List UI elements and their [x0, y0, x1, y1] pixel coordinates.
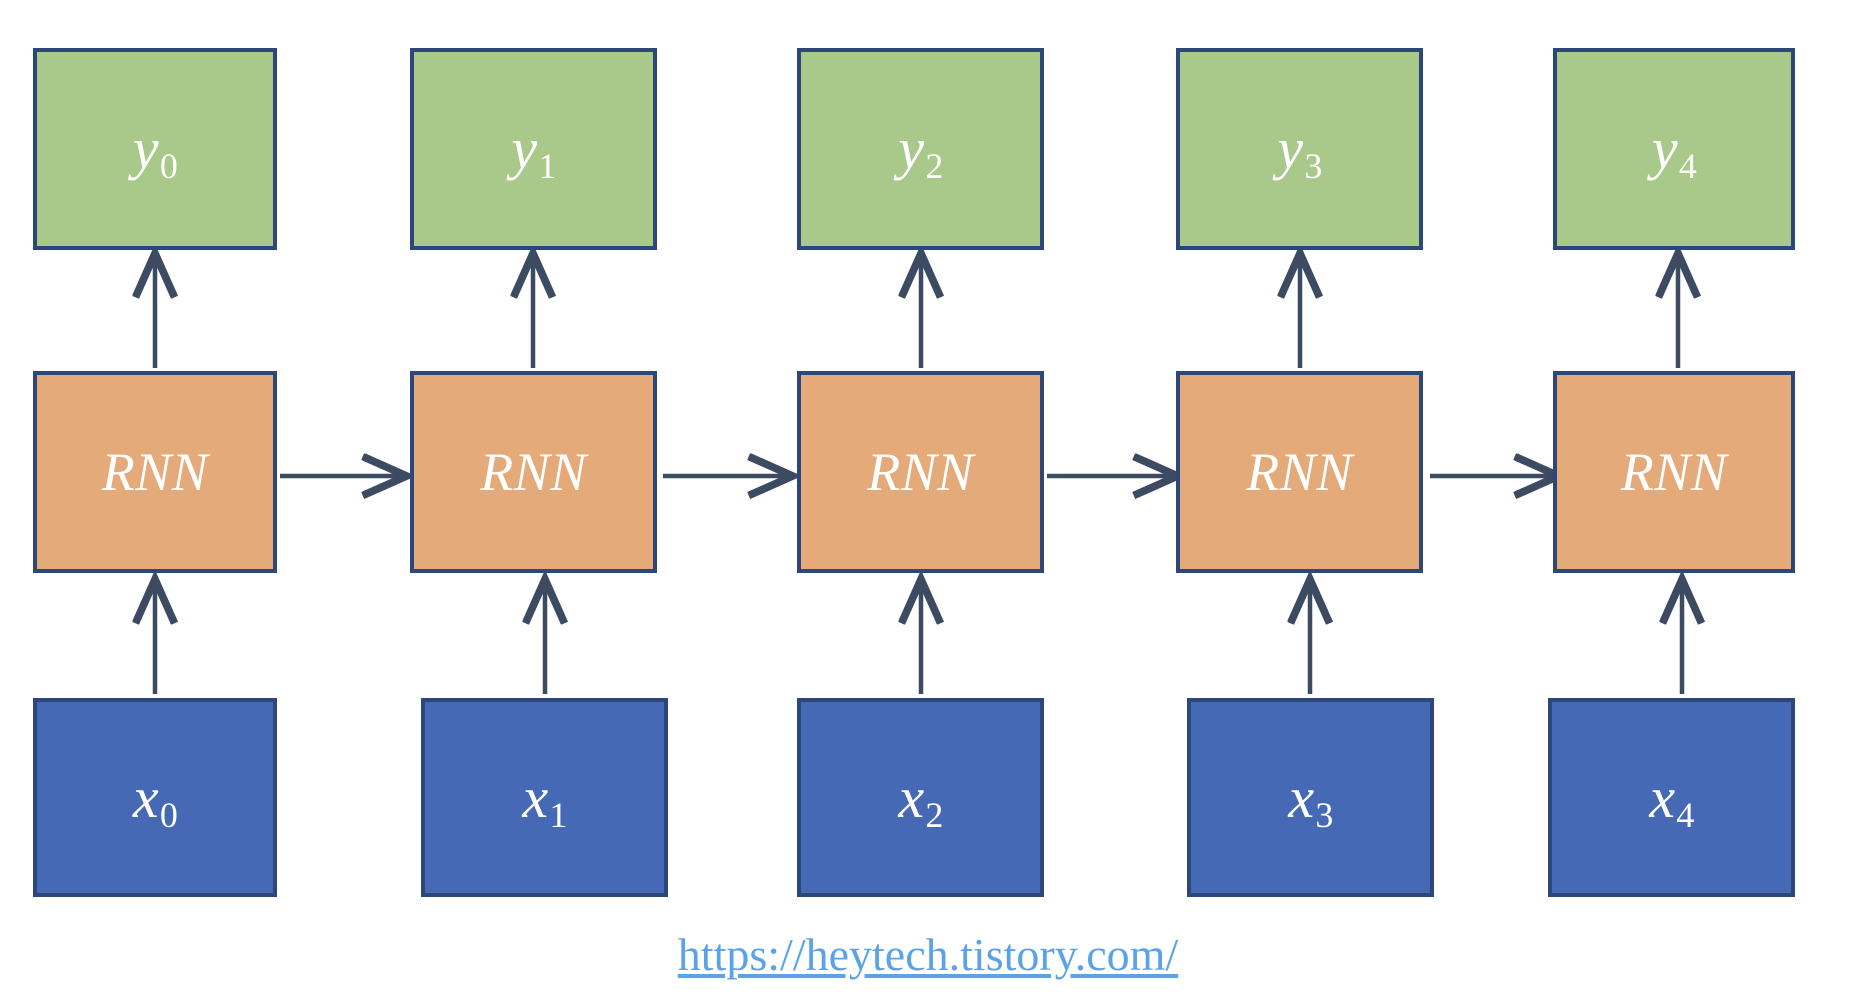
rnn-cell-2[interactable]: RNN [797, 371, 1044, 573]
input-node-2-label: x2 [898, 764, 944, 835]
output-node-3-label: y3 [1277, 116, 1323, 187]
rnn-cell-4[interactable]: RNN [1553, 371, 1795, 573]
rnn-cell-0[interactable]: RNN [33, 371, 277, 573]
rnn-cell-0-label: RNN [101, 442, 209, 502]
rnn-cell-2-label: RNN [867, 442, 974, 502]
input-node-4[interactable]: x4 [1548, 698, 1795, 897]
output-node-0-label: y0 [132, 116, 178, 187]
rnn-cell-3[interactable]: RNN [1176, 371, 1423, 573]
output-node-3[interactable]: y3 [1176, 48, 1423, 250]
output-node-0[interactable]: y0 [33, 48, 277, 250]
output-node-2-label: y2 [898, 116, 944, 187]
input-node-1[interactable]: x1 [421, 698, 668, 897]
rnn-cell-3-label: RNN [1246, 442, 1353, 502]
input-node-0[interactable]: x0 [33, 698, 277, 897]
input-node-2[interactable]: x2 [797, 698, 1044, 897]
output-node-2[interactable]: y2 [797, 48, 1044, 250]
output-node-1[interactable]: y1 [410, 48, 657, 250]
source-url-link[interactable]: https://heytech.tistory.com/ [677, 929, 1179, 980]
input-node-4-label: x4 [1649, 764, 1695, 835]
footer-link-wrapper: https://heytech.tistory.com/ [0, 928, 1856, 981]
input-node-3[interactable]: x3 [1187, 698, 1434, 897]
output-node-4-label: y4 [1651, 116, 1697, 187]
rnn-cell-1-label: RNN [480, 442, 587, 502]
output-node-1-label: y1 [511, 116, 557, 187]
input-node-0-label: x0 [132, 764, 178, 835]
rnn-cell-1[interactable]: RNN [410, 371, 657, 573]
rnn-cell-4-label: RNN [1620, 442, 1728, 502]
output-node-4[interactable]: y4 [1553, 48, 1795, 250]
input-node-1-label: x1 [522, 764, 568, 835]
input-node-3-label: x3 [1288, 764, 1334, 835]
